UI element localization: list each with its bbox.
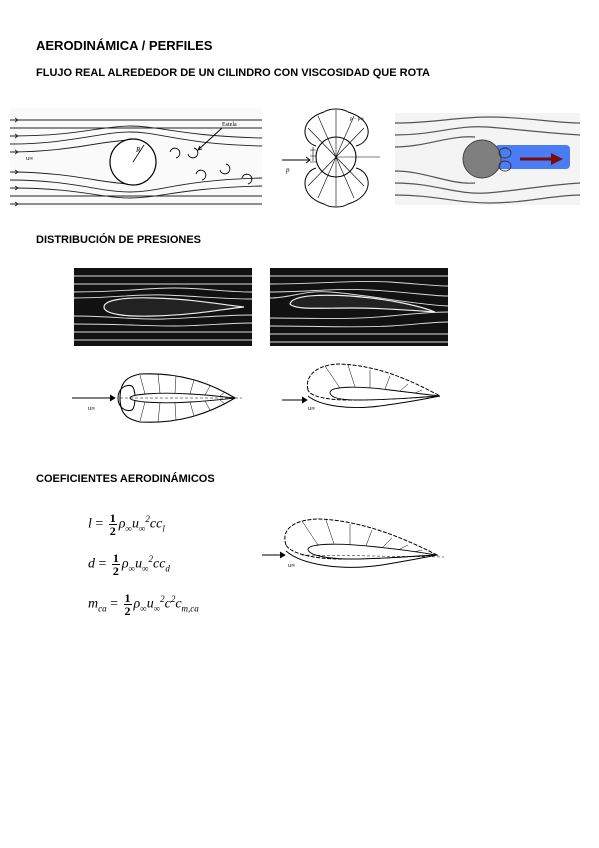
airfoil-velocity-label-left: u∞ — [88, 406, 95, 412]
section-heading-pressure: DISTRIBUCIÓN DE PRESIONES — [36, 234, 202, 246]
coefficient-airfoil-velocity-label: u∞ — [288, 563, 295, 569]
airfoil-shape — [103, 297, 245, 317]
section-heading-cylinder: FLUJO REAL ALREDEDOR DE UN CILINDRO CON … — [36, 67, 430, 79]
section-heading-coefficients: COEFICIENTES AERODINÁMICOS — [36, 473, 215, 485]
page-title: AERODINÁMICA / PERFILES — [36, 38, 213, 53]
symmetric-airfoil-pressure-figure: u∞ — [72, 373, 242, 423]
airfoil-streamline-photo-left — [74, 268, 252, 346]
wake-label: Estela — [222, 122, 237, 128]
airfoil-streamline-photo-right — [270, 268, 448, 346]
cylinder-wake-figure: R u∞ Estela — [10, 108, 262, 208]
pressure-label-p: p — [285, 166, 290, 174]
cylinder-radius-label: R — [135, 146, 141, 154]
rotating-cylinder — [462, 139, 502, 179]
rotating-cylinder-figure — [395, 113, 580, 205]
cambered-airfoil-pressure-figure: u∞ — [282, 363, 442, 412]
coefficient-airfoil-figure: u∞ — [262, 518, 445, 569]
airfoil-velocity-label-right: u∞ — [308, 406, 315, 412]
cylinder-velocity-label: u∞ — [26, 156, 33, 162]
cambered-airfoil-shape — [289, 294, 436, 313]
cylinder-pressure-figure: p p − p∞ — [282, 108, 380, 208]
pressure-label-p-inf: p − p∞ — [350, 117, 364, 122]
